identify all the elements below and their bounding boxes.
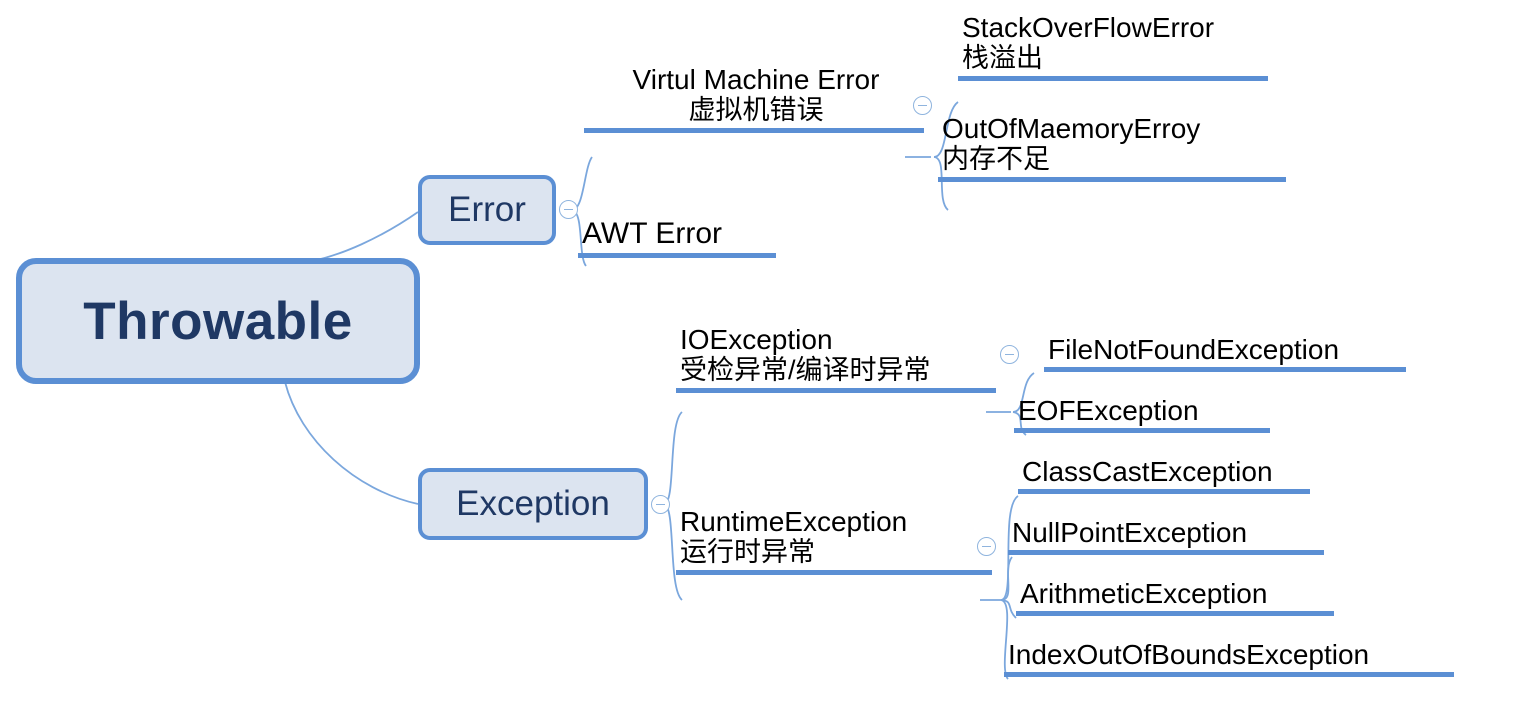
node-runtime-exception-label-cn: 运行时异常 xyxy=(680,537,815,568)
node-file-not-found-exception-label: FileNotFoundException xyxy=(1048,334,1340,365)
node-eof-exception-label: EOFException xyxy=(1018,395,1199,426)
node-file-not-found-exception[interactable]: FileNotFoundException xyxy=(1044,334,1406,373)
root-node-label: Throwable xyxy=(83,291,353,351)
node-index-out-of-bounds-exception[interactable]: IndexOutOfBoundsException xyxy=(1004,639,1454,678)
collapse-minus-icon-exception[interactable] xyxy=(651,495,670,514)
node-awt-error-label-en: AWT Error xyxy=(582,217,722,250)
node-arithmetic-exception-label: ArithmeticException xyxy=(1020,578,1268,609)
node-null-point-exception[interactable]: NullPointException xyxy=(1008,517,1324,556)
root-node-throwable[interactable]: Throwable xyxy=(16,258,420,384)
node-awt-error[interactable]: AWT Error xyxy=(578,217,776,258)
node-error[interactable]: Error xyxy=(418,175,556,245)
node-exception-label: Exception xyxy=(456,484,610,523)
node-out-of-memory-error-label-en: OutOfMaemoryErroy xyxy=(942,113,1201,144)
collapse-minus-icon-runtime-exception[interactable] xyxy=(977,537,996,556)
node-virtual-machine-error-label-en: Virtul Machine Error xyxy=(632,64,880,95)
node-stack-overflow-error-label-en: StackOverFlowError xyxy=(962,12,1215,43)
node-eof-exception[interactable]: EOFException xyxy=(1014,395,1270,434)
node-ioexception[interactable]: IOException 受检异常/编译时异常 xyxy=(676,324,996,393)
node-arithmetic-exception[interactable]: ArithmeticException xyxy=(1016,578,1334,617)
node-virtual-machine-error-label-cn: 虚拟机错误 xyxy=(688,95,824,126)
node-virtual-machine-error[interactable]: Virtul Machine Error 虚拟机错误 xyxy=(584,64,924,133)
node-runtime-exception[interactable]: RuntimeException 运行时异常 xyxy=(676,506,992,575)
collapse-minus-icon-virtual-machine-error[interactable] xyxy=(913,96,932,115)
node-class-cast-exception[interactable]: ClassCastException xyxy=(1018,456,1310,495)
node-out-of-memory-error[interactable]: OutOfMaemoryErroy 内存不足 xyxy=(938,113,1286,182)
node-stack-overflow-error-label-cn: 栈溢出 xyxy=(962,43,1043,74)
node-exception[interactable]: Exception xyxy=(418,468,648,540)
node-null-point-exception-label: NullPointException xyxy=(1012,517,1248,548)
node-ioexception-label-cn: 受检异常/编译时异常 xyxy=(680,355,931,386)
node-index-out-of-bounds-exception-label: IndexOutOfBoundsException xyxy=(1008,639,1370,670)
node-out-of-memory-error-label-cn: 内存不足 xyxy=(942,144,1050,175)
collapse-minus-icon-ioexception[interactable] xyxy=(1000,345,1019,364)
node-class-cast-exception-label: ClassCastException xyxy=(1022,456,1273,487)
node-error-label: Error xyxy=(448,190,526,229)
collapse-minus-icon-error[interactable] xyxy=(559,200,578,219)
node-stack-overflow-error[interactable]: StackOverFlowError 栈溢出 xyxy=(958,12,1268,81)
node-runtime-exception-label-en: RuntimeException xyxy=(680,506,908,537)
node-ioexception-label-en: IOException xyxy=(680,324,833,355)
